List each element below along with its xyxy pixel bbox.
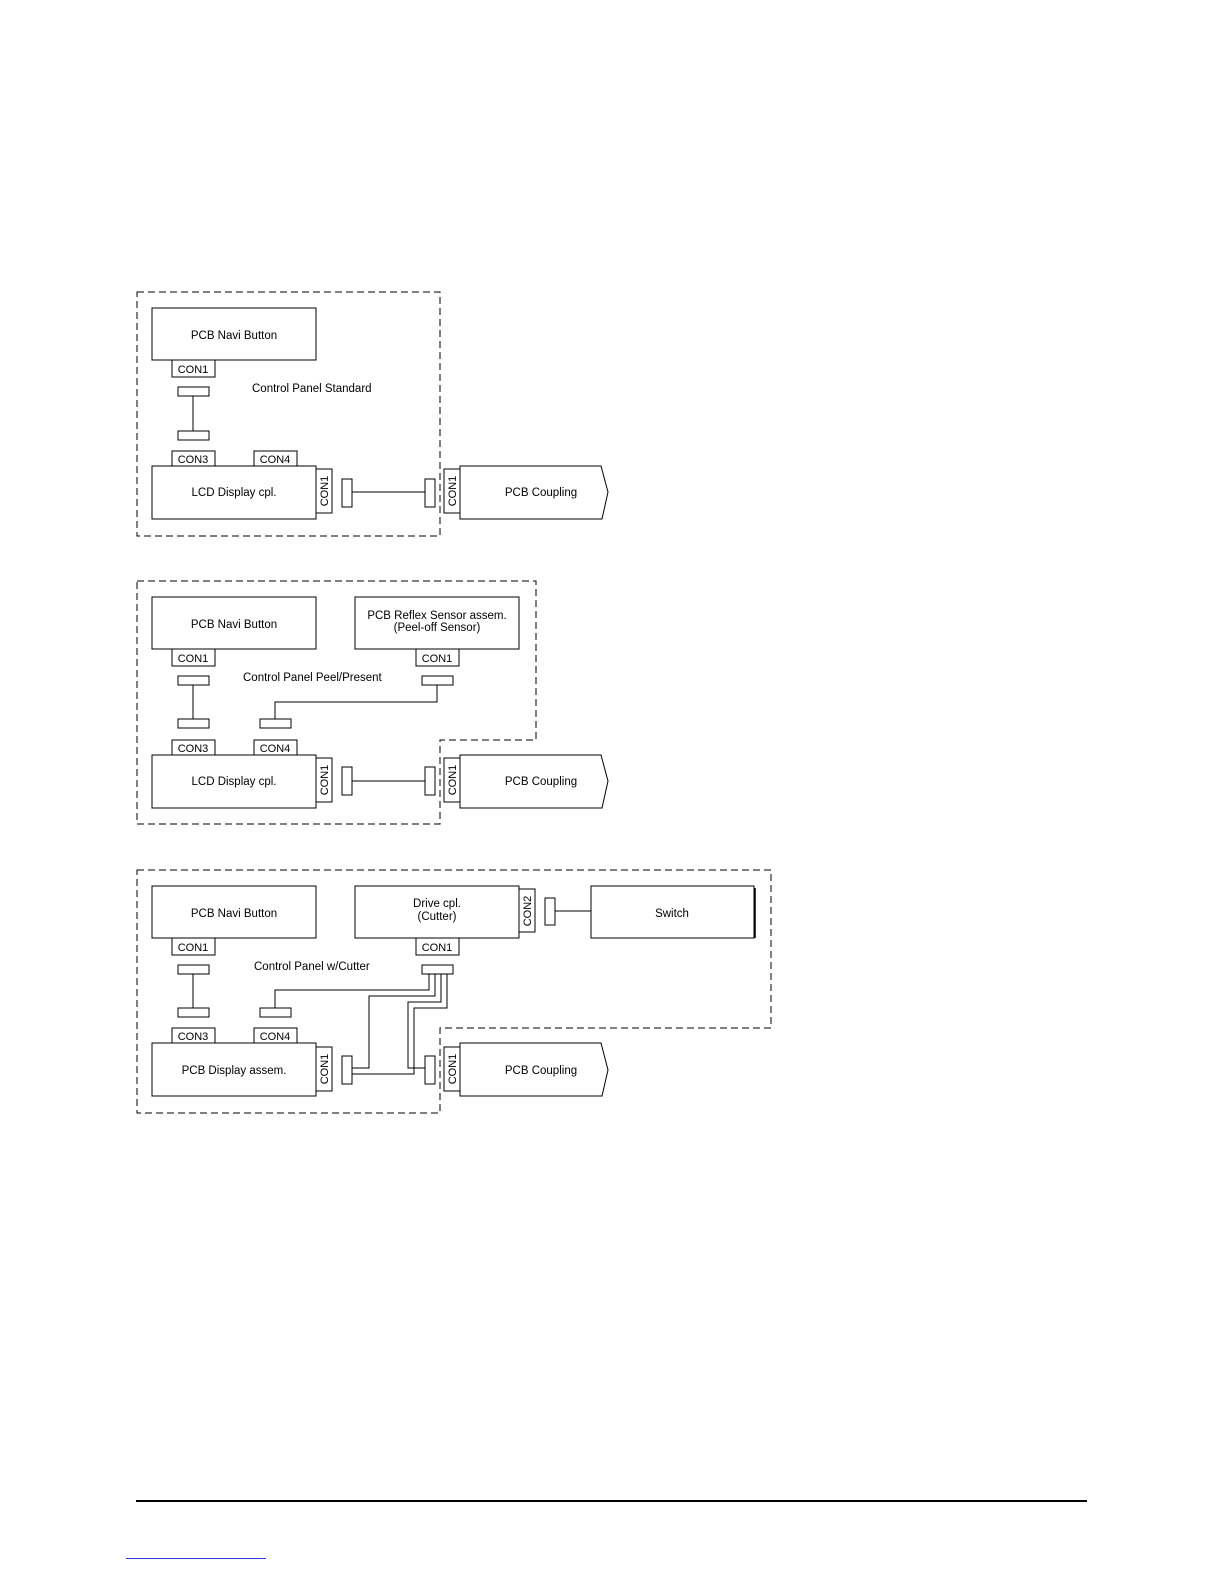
navi-con1-box — [171, 648, 216, 667]
display-con1-label: CON1 — [319, 1054, 331, 1085]
panel-cutter — [136, 869, 772, 1114]
navi-button-box — [151, 596, 317, 650]
drive-con1-box — [415, 937, 460, 956]
display-label: PCB Display assem. — [182, 1065, 287, 1077]
panel-peel — [136, 580, 609, 825]
con1-label: CON1 — [178, 653, 209, 665]
con3-label: CON3 — [178, 454, 209, 466]
sensor-label-line1: PCB Reflex Sensor assem. — [367, 610, 506, 622]
sensor-label-line2: (Peel-off Sensor) — [394, 622, 481, 634]
navi-button-label: PCB Navi Button — [191, 908, 277, 920]
connector-plug — [421, 675, 454, 686]
sensor-con1-box — [415, 648, 460, 667]
navi-button-box — [151, 885, 317, 939]
con1-label: CON1 — [178, 942, 209, 954]
connector-plug — [177, 964, 210, 975]
connector-plug — [259, 1007, 292, 1018]
pcb-coupling-label: PCB Coupling — [505, 776, 577, 788]
connector-plug — [341, 1055, 353, 1085]
connector-plug — [177, 718, 210, 729]
con1-label: CON1 — [422, 653, 453, 665]
panel-standard-boundary — [136, 291, 441, 537]
panel-title: Control Panel Standard — [252, 383, 372, 395]
panel-cutter-boundary — [136, 869, 772, 1114]
pcb-coupling-label: PCB Coupling — [505, 1065, 577, 1077]
connector-plug — [341, 766, 353, 796]
panel-title: Control Panel Peel/Present — [243, 672, 383, 684]
footer-link-underline — [126, 1558, 266, 1559]
pcb-coupling-box — [459, 754, 609, 809]
connector-plug — [424, 1055, 436, 1085]
panel-standard — [136, 291, 609, 537]
connector-plug — [259, 718, 292, 729]
display-con1-box — [315, 1046, 333, 1092]
display-con1-box — [315, 468, 333, 514]
pcb-coupling-label: PCB Coupling — [505, 487, 577, 499]
con3-label: CON3 — [178, 743, 209, 755]
switch-label: Switch — [655, 908, 689, 920]
connector-plug — [177, 430, 210, 441]
pcb-coupling-box — [459, 1042, 609, 1097]
switch-box — [590, 885, 755, 939]
con3-label: CON3 — [178, 1031, 209, 1043]
connector-plug — [177, 386, 210, 397]
display-con1-box — [315, 757, 333, 803]
con1-label: CON1 — [422, 942, 453, 954]
connector-plug — [177, 675, 210, 686]
footer-rule — [136, 1500, 1087, 1502]
navi-con1-box — [171, 937, 216, 956]
con4-label: CON4 — [260, 454, 291, 466]
drive-label-line2: (Cutter) — [418, 911, 457, 923]
coupling-con1-label: CON1 — [447, 476, 459, 507]
connector-plug — [177, 1007, 210, 1018]
display-label: LCD Display cpl. — [192, 776, 277, 788]
coupling-con1-label: CON1 — [447, 1054, 459, 1085]
navi-button-label: PCB Navi Button — [191, 330, 277, 342]
connector-plug — [421, 964, 454, 975]
navi-button-box — [151, 307, 317, 361]
connector-plug — [341, 478, 353, 508]
panel-title: Control Panel w/Cutter — [254, 961, 370, 973]
pcb-coupling-box — [459, 465, 609, 520]
connector-plug — [544, 897, 556, 926]
connector-plug — [424, 766, 436, 796]
coupling-con1-label: CON1 — [447, 765, 459, 796]
con4-label: CON4 — [260, 743, 291, 755]
connector-plug — [424, 478, 436, 508]
con1-label: CON1 — [178, 364, 209, 376]
con4-label: CON4 — [260, 1031, 291, 1043]
panel-peel-boundary — [136, 580, 537, 825]
navi-button-label: PCB Navi Button — [191, 619, 277, 631]
navi-con1-box — [171, 359, 216, 378]
con2-label: CON2 — [522, 896, 534, 927]
display-con1-label: CON1 — [319, 476, 331, 507]
drive-con2-box — [518, 888, 536, 933]
display-con1-label: CON1 — [319, 765, 331, 796]
display-label: LCD Display cpl. — [192, 487, 277, 499]
drive-label-line1: Drive cpl. — [413, 898, 461, 910]
